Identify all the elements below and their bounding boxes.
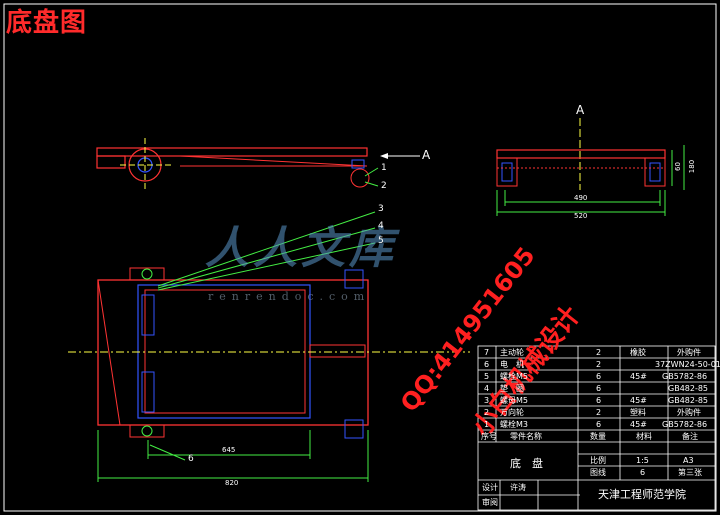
designer-value: 许涛 [510, 483, 526, 492]
part-no: 6 [484, 360, 490, 369]
dim-plan-outer: 820 [225, 479, 239, 487]
callout-4: 4 [378, 221, 384, 231]
callout-5: 5 [378, 236, 384, 246]
sheet-value: 6 [640, 468, 646, 477]
designer-label: 设计 [482, 483, 498, 492]
callout-3: 3 [378, 204, 384, 214]
part-no: 3 [484, 396, 490, 405]
callout-6: 6 [188, 454, 194, 464]
view-arrow-label: A [422, 148, 431, 162]
part-name: 螺母M5 [500, 396, 528, 405]
part-name: 万向轮 [500, 408, 524, 417]
elevation-view [96, 138, 420, 190]
scale-value: 1:5 [636, 456, 649, 465]
part-qty: 2 [596, 360, 602, 369]
part-qty: 6 [596, 396, 602, 405]
part-material: 45# [630, 372, 647, 381]
dim-side-height-a: 60 [673, 162, 682, 171]
part-qty: 2 [596, 408, 602, 417]
drawing-border [3, 3, 717, 512]
drawing-title: 底盘图 [6, 8, 88, 38]
part-note: 外购件 [677, 408, 701, 417]
parts-header-qty: 数量 [590, 432, 606, 441]
side-view [496, 118, 685, 216]
parts-header-material: 材料 [636, 432, 652, 441]
part-note: GB482-85 [668, 384, 709, 393]
sheet-size: A3 [683, 456, 694, 465]
part-material: 橡胶 [630, 348, 646, 357]
sheet-total: 第三张 [678, 468, 702, 477]
part-no: 2 [484, 408, 490, 417]
part-note: 外购件 [677, 348, 701, 357]
school-name: 天津工程师范学院 [598, 488, 686, 501]
watermark-logo: 人人文库 [205, 223, 397, 274]
scale-label: 比例 [590, 456, 606, 465]
dim-side-outer: 520 [574, 212, 588, 220]
part-note: GB5782-86 [662, 420, 708, 429]
callout-1: 1 [381, 163, 387, 173]
callout-2: 2 [381, 181, 387, 191]
plan-view [68, 211, 470, 482]
dim-side-height-b: 180 [688, 159, 697, 174]
part-material: 塑料 [630, 408, 646, 417]
parts-header-name: 零件名称 [510, 432, 542, 441]
part-no: 5 [484, 372, 490, 381]
part-note: GB5782-86 [662, 372, 708, 381]
title-block-grid [477, 345, 716, 511]
part-name: 电 机 [500, 360, 524, 369]
part-qty: 6 [596, 384, 602, 393]
watermark-url: renrendoc.com [208, 290, 371, 303]
part-qty: 6 [596, 372, 602, 381]
part-no: 4 [484, 384, 490, 393]
part-material: 45# [630, 396, 647, 405]
part-material: 45# [630, 420, 647, 429]
parts-header-note: 备注 [682, 432, 698, 441]
dim-side-inner: 490 [574, 194, 588, 202]
section-label-a: A [576, 103, 585, 117]
dim-plan-inner: 645 [222, 446, 236, 454]
part-note: GB482-85 [668, 396, 709, 405]
part-name: 螺栓M3 [500, 420, 528, 429]
part-name: 垫 圈 [500, 384, 524, 393]
part-no: 1 [484, 420, 490, 429]
part-no: 7 [484, 348, 490, 357]
part-name-title: 底 盘 [510, 457, 543, 470]
sheet-label: 图线 [590, 468, 606, 477]
part-name: 主动轮 [500, 348, 524, 357]
reviewer-label: 审阅 [482, 498, 498, 507]
part-qty: 6 [596, 420, 602, 429]
part-qty: 2 [596, 348, 602, 357]
parts-header-no: 序号 [481, 432, 497, 441]
part-note: 37ZWN24-50-01 [655, 360, 720, 369]
part-name: 螺栓M5 [500, 372, 528, 381]
